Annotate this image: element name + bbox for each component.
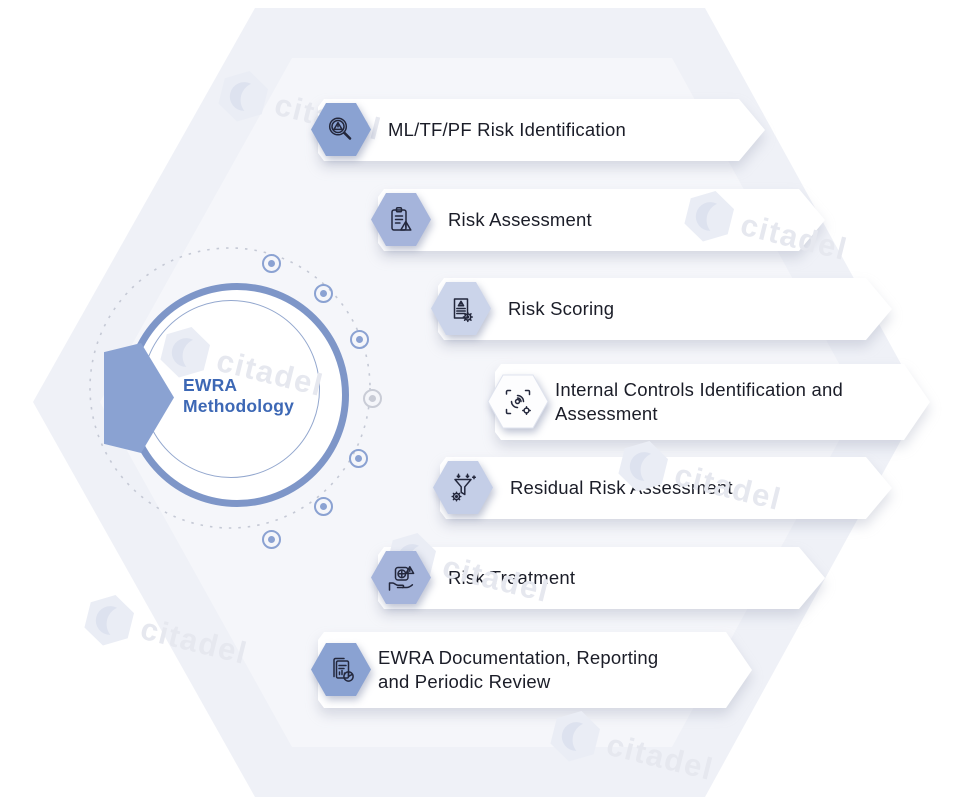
diagram-title: EWRA Methodology [183,375,294,417]
step-label: Residual Risk Assessment [510,477,733,498]
step-banner-2: Risk Assessment [378,189,755,251]
fingerprint-scan-icon [505,389,531,415]
step-hexagon-6 [370,550,432,605]
step-label: Risk Assessment [448,209,592,230]
diagram-title-line2: Methodology [183,396,295,416]
step-hexagon-5 [432,460,494,515]
step-banner-7: EWRA Documentation, Reporting and Period… [318,632,692,708]
orbit-dot [262,254,281,273]
hand-care-icon [388,565,415,591]
step-banner-3: Risk Scoring [438,278,822,340]
funnel-gear-icon [451,472,477,502]
step-label: Risk Treatment [448,567,576,588]
step-hexagon-4 [487,374,549,429]
orbit-dot [350,330,369,349]
step-banner-1: ML/TF/PF Risk Identification [318,99,695,161]
document-gear-icon [453,297,473,322]
dashed-orbit-ring [89,247,371,529]
citadel-logo-icon [84,595,134,646]
magnifier-warning-icon [328,116,352,140]
step-hexagon-3 [430,281,492,336]
diagram-title-line1: EWRA [183,375,238,395]
step-banner-5: Residual Risk Assessment [440,457,822,519]
clipboard-warning-icon [391,206,412,231]
step-banner-4: Internal Controls Identification and Ass… [495,364,870,440]
step-hexagon-1 [310,102,372,157]
step-label: Risk Scoring [508,298,615,319]
orbit-dot [349,449,368,468]
step-hexagon-7 [310,642,372,697]
orbit-dot [363,389,382,408]
orbit-dot [262,530,281,549]
step-label: ML/TF/PF Risk Identification [388,119,626,140]
orbit-dot [314,497,333,516]
documents-piechart-icon [333,657,354,682]
step-banner-6: Risk Treatment [378,547,755,609]
orbit-dot [314,284,333,303]
step-hexagon-2 [370,192,432,247]
step-label: Internal Controls Identification and Ass… [555,379,843,424]
step-label: EWRA Documentation, Reporting and Period… [378,647,659,692]
